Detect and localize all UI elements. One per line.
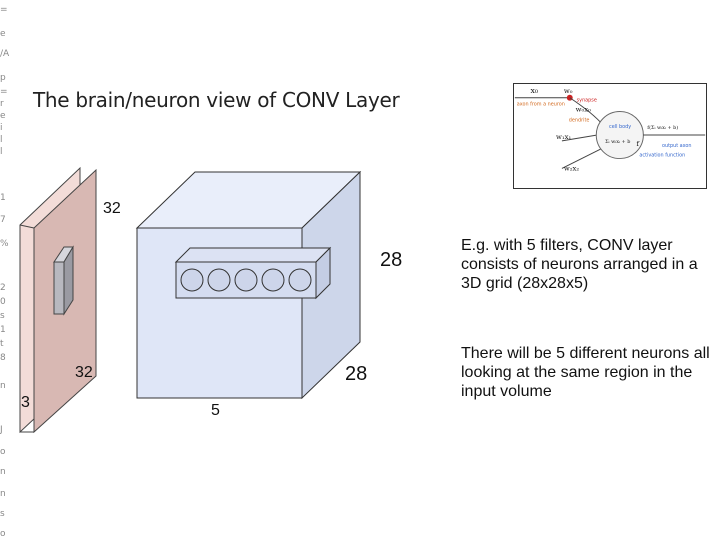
margin-fragment: l — [0, 147, 3, 157]
label-sum-formula: Σᵢ wᵢxᵢ + b — [605, 139, 630, 145]
label-w0: w₀ — [564, 87, 573, 95]
label-f-formula: f(Σᵢ wᵢxᵢ + b) — [647, 124, 678, 131]
margin-fragment: 1 — [0, 325, 6, 335]
label-w2x2: w₂x₂ — [564, 164, 579, 172]
margin-fragment: r — [0, 99, 4, 109]
margin-fragment: J — [0, 425, 3, 435]
margin-fragment: 1 — [0, 193, 6, 203]
input-line-2 — [561, 148, 602, 169]
neuron-column-top — [174, 247, 332, 263]
output-depth-label: 5 — [211, 402, 220, 419]
neuron-circle — [234, 268, 258, 292]
slide-title: The brain/neuron view of CONV Layer — [33, 88, 400, 112]
neuron-circle — [288, 268, 312, 292]
neuron-circle — [207, 268, 231, 292]
margin-fragment: e — [0, 29, 6, 39]
margin-fragment: n — [0, 467, 6, 477]
neuron-circle — [261, 268, 285, 292]
output-width-label: 28 — [380, 249, 402, 271]
margin-fragment: /A — [0, 49, 10, 59]
margin-fragment: = — [0, 87, 8, 97]
label-w1x1: w₁x₁ — [556, 133, 571, 141]
neuron-figure-svg: x₀ w₀ synapse axon from a neuron w₀x₀ de… — [514, 86, 706, 172]
margin-fragment: 0 — [0, 297, 6, 307]
label-f: f — [636, 140, 639, 148]
label-cell-body: cell body — [609, 124, 631, 130]
margin-fragment: = — [0, 5, 8, 15]
margin-fragment: i — [0, 123, 3, 133]
cell-body-circle — [595, 110, 644, 160]
label-output-axon: output axon — [662, 143, 692, 149]
label-x0: x₀ — [531, 86, 539, 95]
input-height-label: 32 — [75, 364, 93, 381]
label-w0x0: w₀x₀ — [576, 105, 591, 113]
margin-fragment: t — [0, 339, 4, 349]
margin-fragment: n — [0, 489, 6, 499]
synapse-dot — [566, 94, 573, 101]
margin-fragment: o — [0, 447, 6, 457]
input-depth-label: 3 — [21, 394, 30, 411]
neuron-circle — [180, 268, 204, 292]
input-width-label: 32 — [103, 200, 121, 217]
label-dendrite: dendrite — [569, 117, 590, 123]
receptive-field-front — [53, 261, 65, 315]
margin-fragment: o — [0, 529, 6, 539]
label-axon-from-neuron: axon from a neuron — [517, 102, 565, 108]
margin-fragment: 8 — [0, 353, 6, 363]
margin-fragment: p — [0, 73, 6, 83]
input-volume-edge-top — [19, 224, 35, 229]
margin-fragment: e — [0, 111, 6, 121]
output-height-label: 28 — [345, 363, 367, 385]
side-text-same-region: There will be 5 different neurons all lo… — [461, 345, 710, 400]
conv-volume-diagram: 32 32 3 28 28 5 — [19, 166, 402, 434]
margin-fragment: n — [0, 381, 6, 391]
neuron-circles — [180, 268, 312, 292]
label-activation-function: activation function — [639, 153, 685, 159]
margin-fragment: 2 — [0, 283, 6, 293]
margin-fragment: % — [0, 239, 9, 249]
margin-fragment: 7 — [0, 215, 6, 225]
margin-fragment: s — [0, 311, 5, 321]
input-line-1 — [561, 134, 598, 142]
side-text-filters: E.g. with 5 filters, CONV layer consists… — [461, 237, 698, 292]
neuron-figure: x₀ w₀ synapse axon from a neuron w₀x₀ de… — [513, 83, 707, 189]
label-synapse: synapse — [577, 98, 597, 104]
margin-fragment: l — [0, 135, 3, 145]
margin-fragment: s — [0, 509, 5, 519]
